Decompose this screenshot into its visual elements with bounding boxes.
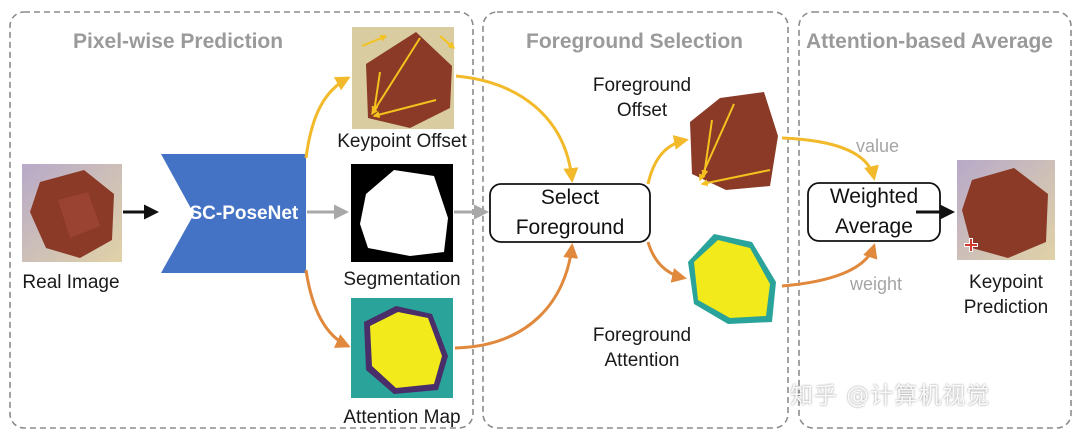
keypoint-offset-thumbnail xyxy=(352,27,456,129)
arrow-value-to-weighted xyxy=(781,136,879,181)
select-box-line1: Select xyxy=(540,186,600,209)
real-image-label: Real Image xyxy=(22,272,120,293)
attention-map-label: Attention Map xyxy=(343,407,461,428)
dsc-posenet-block xyxy=(161,154,306,273)
foreground-offset-label-line1: Foreground xyxy=(592,75,692,96)
weighted-box-line2: Average xyxy=(835,215,913,238)
section-title-pixel-wise: Pixel-wise Prediction xyxy=(73,30,284,53)
foreground-offset-thumbnail xyxy=(690,92,778,190)
watermark: 知乎 @计算机视觉 xyxy=(790,383,991,409)
foreground-attention-label-line1: Foreground xyxy=(592,325,692,346)
section-frame-pixel-wise xyxy=(9,11,474,429)
section-frame-foreground-selection xyxy=(482,11,789,429)
select-box-line2: Foreground xyxy=(515,216,625,239)
arrow-select-to-fg-attention xyxy=(646,241,687,283)
section-frame-attention-average xyxy=(798,11,1072,429)
value-edge-label: value xyxy=(856,136,900,156)
section-title-attention-average: Attention-based Average xyxy=(806,30,1053,53)
arrow-select-to-fg-offset xyxy=(646,135,689,185)
section-title-foreground-selection: Foreground Selection xyxy=(526,30,744,53)
keypoint-prediction-thumbnail xyxy=(957,160,1055,260)
arrow-weight-to-weighted xyxy=(781,243,878,288)
arrow-offset-to-select xyxy=(455,74,579,183)
keypoint-prediction-label-line1: Keypoint xyxy=(969,272,1043,293)
segmentation-label: Segmentation xyxy=(343,269,461,290)
foreground-attention-thumbnail xyxy=(688,234,776,324)
arrow-net-to-att xyxy=(304,269,351,348)
arrow-att-to-select xyxy=(454,243,579,350)
foreground-attention-label-line2: Attention xyxy=(604,350,680,371)
arrow-net-to-offset xyxy=(304,76,351,159)
segmentation-thumbnail xyxy=(351,164,453,262)
keypoint-prediction-label-line2: Prediction xyxy=(963,297,1049,318)
weight-edge-label: weight xyxy=(850,274,903,294)
foreground-offset-label-line2: Offset xyxy=(616,100,668,121)
attention-map-thumbnail xyxy=(351,298,453,398)
select-foreground-box xyxy=(489,183,651,243)
real-image-thumbnail xyxy=(22,164,122,262)
weighted-box-line1: Weighted xyxy=(829,185,919,208)
keypoint-offset-label: Keypoint Offset xyxy=(337,131,467,152)
dsc-posenet-label: DSC-PoseNet xyxy=(175,203,299,224)
